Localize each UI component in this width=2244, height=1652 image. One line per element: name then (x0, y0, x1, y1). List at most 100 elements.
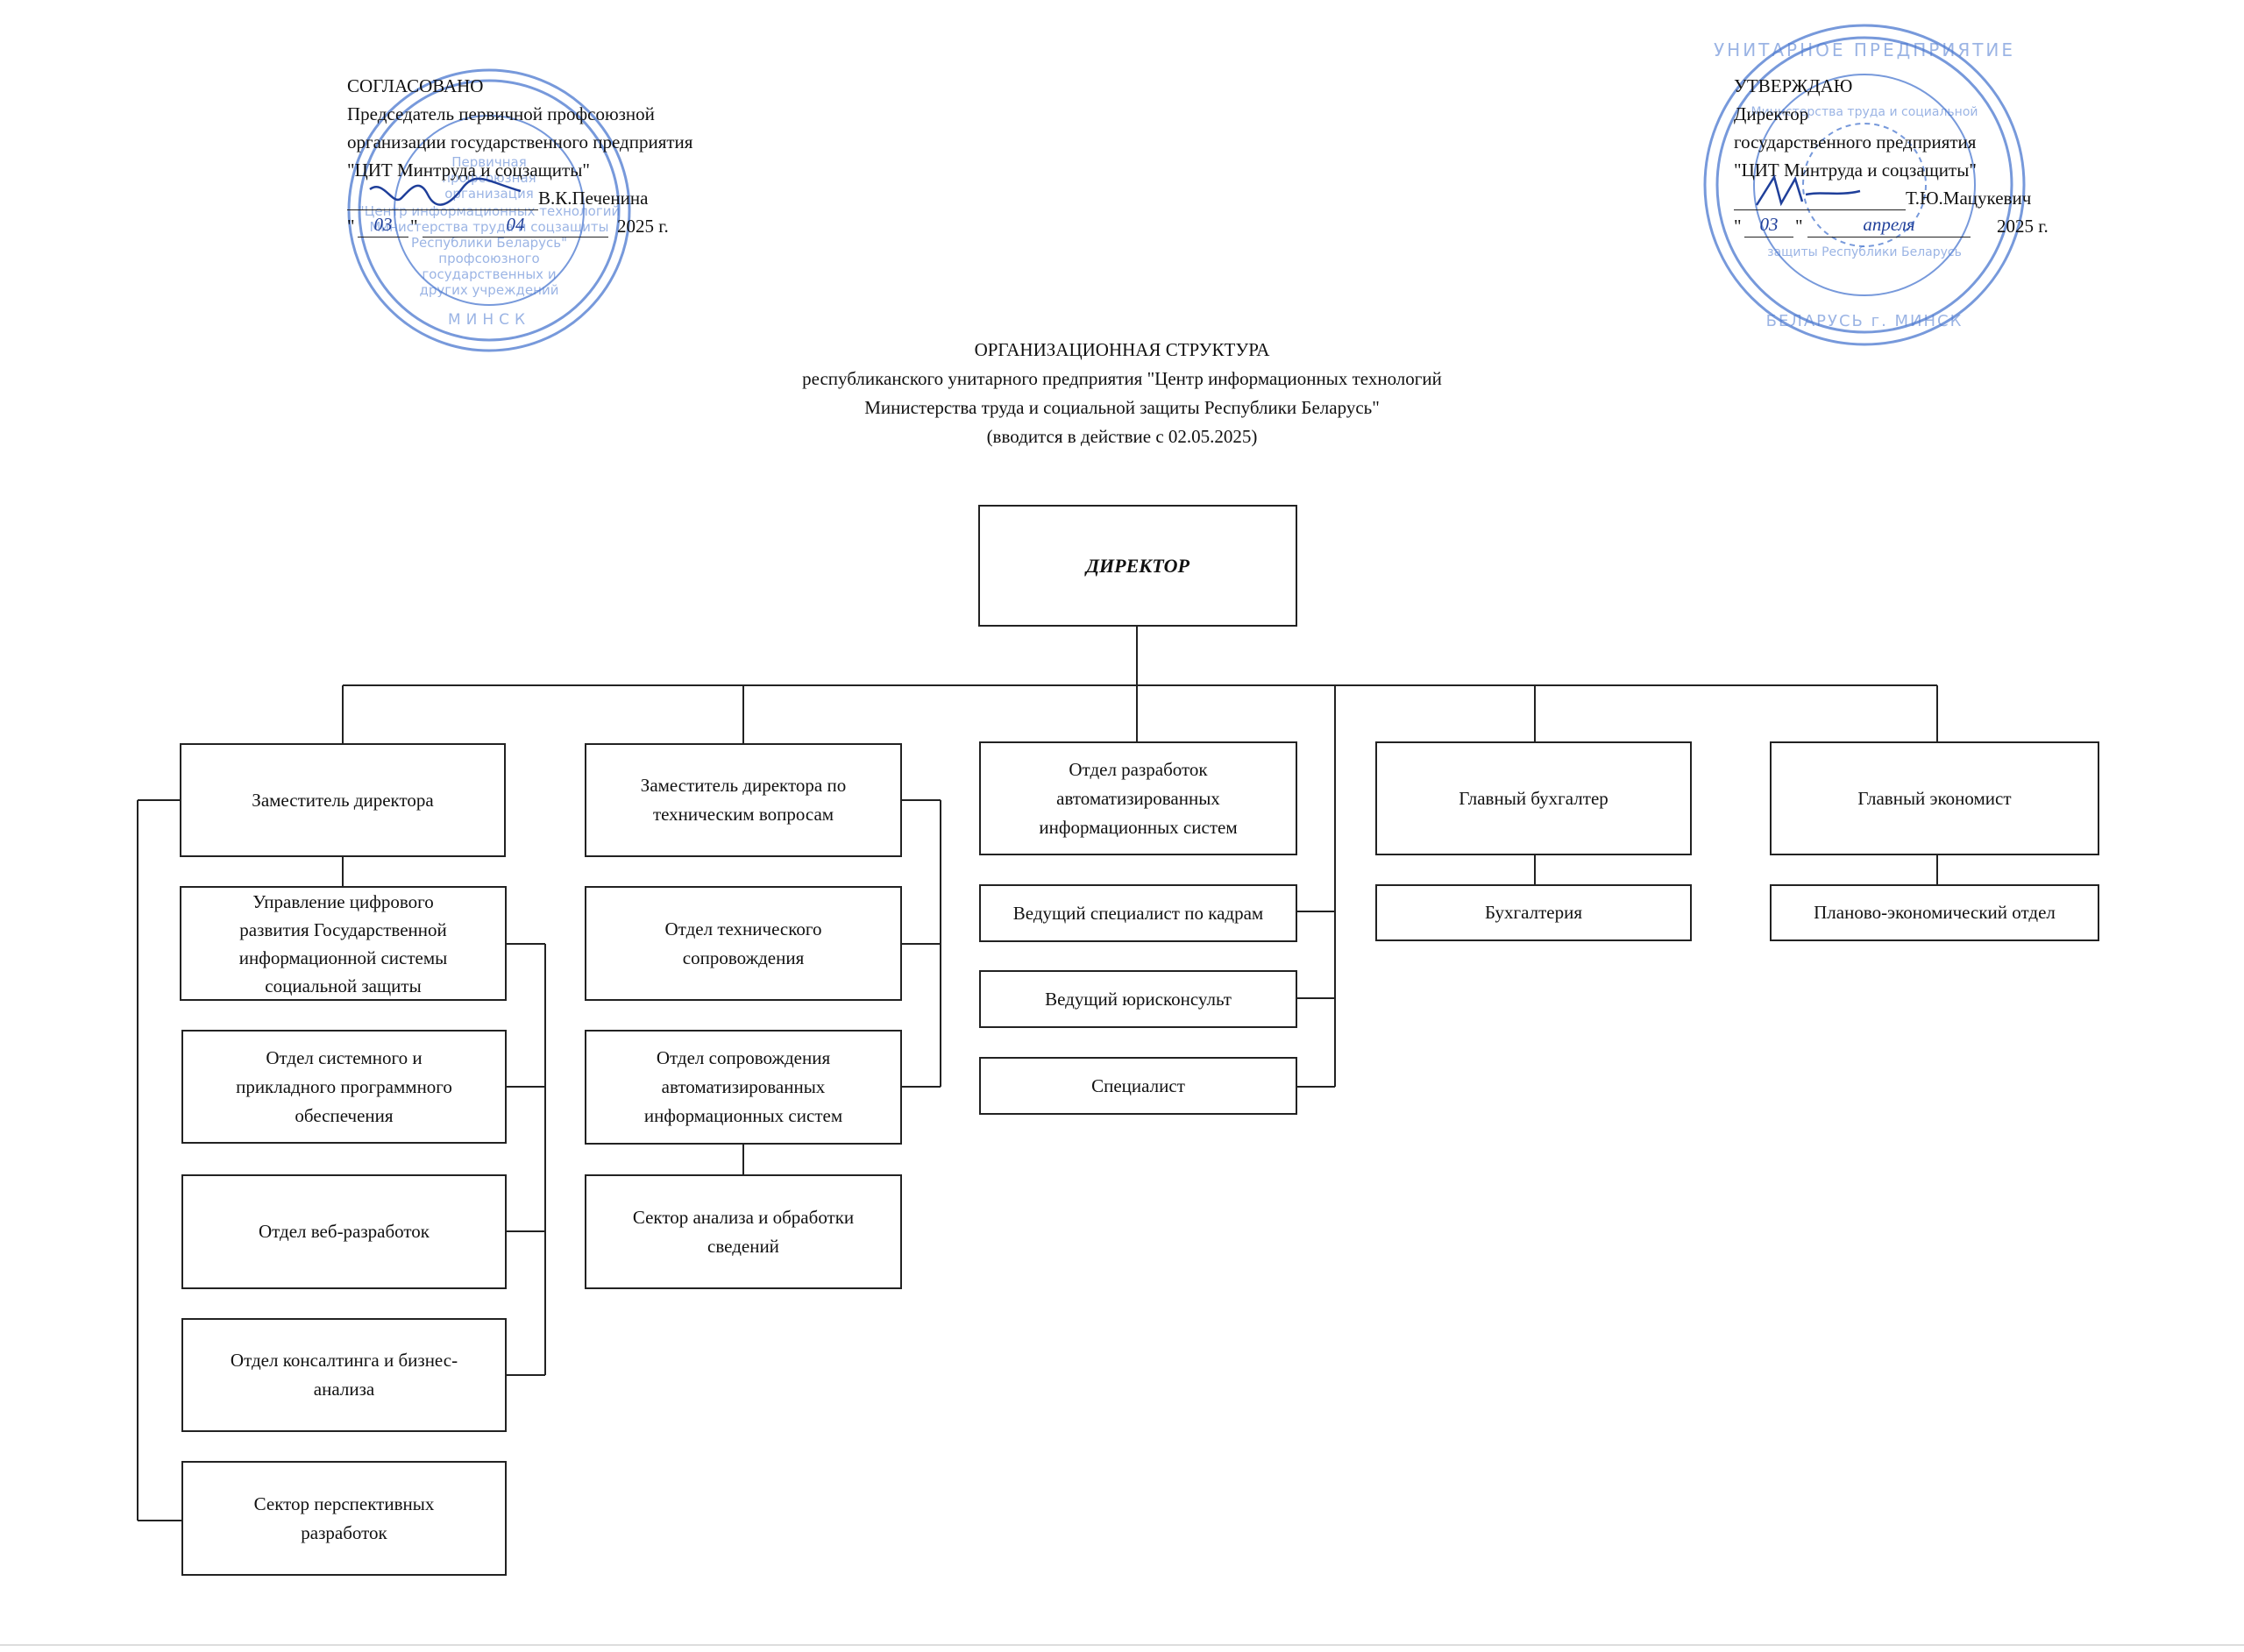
approval-block-approved: УТВЕРЖДАЮ Директор государственного пред… (1734, 72, 2049, 240)
agreed-title: СОГЛАСОВАНО (347, 75, 484, 96)
dev-dept-line: автоматизированных (1056, 787, 1220, 809)
web-dev-label: Отдел веб-разработок (258, 1221, 430, 1242)
svg-text:Республики Беларусь": Республики Беларусь" (411, 235, 567, 251)
consulting-line: Отдел консалтинга и бизнес- (230, 1350, 458, 1371)
ais-support-line: Отдел сопровождения (656, 1047, 831, 1068)
sys-soft-line: Отдел системного и (266, 1046, 423, 1068)
analysis-sector-line: Сектор анализа и обработки (632, 1206, 855, 1228)
box-accounting: Бухгалтерия (1375, 884, 1692, 941)
svg-text:организация: организация (444, 186, 533, 202)
box-consulting: Отдел консалтинга и бизнес- анализа (181, 1318, 507, 1432)
title-line2: республиканского унитарного предприятия … (802, 368, 1442, 389)
box-web-dev: Отдел веб-разработок (181, 1174, 507, 1289)
svg-text:других учреждений: других учреждений (420, 282, 559, 298)
approved-date-year: 2025 г. (1997, 216, 2049, 237)
approved-line1: Директор (1734, 103, 1809, 124)
box-tech-support: Отдел технического сопровождения (585, 886, 902, 1001)
agreed-date-month: 04 (423, 212, 608, 238)
svg-text:Министерства труда и соцзащиты: Министерства труда и соцзащиты (369, 219, 608, 235)
title-line1: ОРГАНИЗАЦИОННАЯ СТРУКТУРА (974, 339, 1270, 360)
box-planning: Планово-экономический отдел (1770, 884, 2099, 941)
title-line4: (вводится в действие с 02.05.2025) (986, 426, 1258, 447)
digital-mgmt-line: развития Государственной (239, 918, 447, 940)
approved-date-month: апреля (1807, 212, 1971, 238)
director-label: ДИРЕКТОР (1086, 555, 1189, 577)
stamp-left: Первичная профсоюзная организация "Центр… (347, 68, 631, 352)
box-chief-accountant: Главный бухгалтер (1375, 741, 1692, 855)
agreed-signer: В.К.Печенина (538, 188, 649, 209)
chief-economist-label: Главный экономист (1857, 787, 2012, 809)
sys-soft-line: обеспечения (295, 1104, 394, 1126)
box-deputy-technical: Заместитель директора по техническим воп… (585, 743, 902, 857)
approved-title: УТВЕРЖДАЮ (1734, 75, 1853, 96)
date-row: " 03 " апреля 2025 г. (1734, 212, 2049, 240)
svg-text:"Центр информационных технолог: "Центр информационных технологий (359, 203, 620, 219)
box-director: ДИРЕКТОР (978, 505, 1297, 627)
box-analysis-sector: Сектор анализа и обработки сведений (585, 1174, 902, 1289)
digital-mgmt-line: Управление цифрового (252, 890, 434, 912)
svg-text:профсоюзного: профсоюзного (438, 251, 539, 266)
digital-mgmt-line: социальной защиты (265, 975, 422, 996)
box-dev-dept: Отдел разработок автоматизированных инфо… (979, 741, 1297, 855)
title-line3: Министерства труда и социальной защиты Р… (864, 397, 1380, 418)
box-deputy-director: Заместитель директора (180, 743, 506, 857)
svg-text:Министерства труда и социально: Министерства труда и социальной (1751, 105, 1978, 119)
agreed-line2: организации государственного предприятия (347, 131, 693, 152)
digital-mgmt-line: информационной системы (238, 947, 448, 968)
approval-block-agreed: СОГЛАСОВАНО Председатель первичной профс… (347, 72, 692, 240)
signature-line (1734, 209, 1906, 210)
date-row: " 03 " 04 2025 г. (347, 212, 692, 240)
agreed-date-day: 03 (358, 212, 408, 238)
consulting-line: анализа (313, 1379, 375, 1400)
handwritten-signature-right (1755, 174, 1861, 207)
svg-text:МИНСК: МИНСК (448, 311, 530, 329)
box-sys-soft: Отдел системного и прикладного программн… (181, 1030, 507, 1144)
svg-text:УНИТАРНОЕ ПРЕДПРИЯТИЕ: УНИТАРНОЕ ПРЕДПРИЯТИЕ (1714, 39, 2015, 60)
svg-text:Первичная: Первичная (451, 154, 527, 170)
planning-label: Планово-экономический отдел (1814, 902, 2056, 923)
box-perspective: Сектор перспективных разработок (181, 1461, 507, 1576)
svg-text:БЕЛАРУСЬ г. МИНСК: БЕЛАРУСЬ г. МИНСК (1766, 312, 1964, 330)
box-ais-support: Отдел сопровождения автоматизированных и… (585, 1030, 902, 1145)
agreed-date-year: 2025 г. (617, 216, 669, 237)
svg-text:профсоюзная: профсоюзная (442, 170, 536, 186)
document-title: ОРГАНИЗАЦИОННАЯ СТРУКТУРА республиканско… (0, 336, 2244, 451)
deputy-tech-line: техническим вопросам (652, 804, 834, 825)
deputy-label: Заместитель директора (252, 789, 434, 811)
handwritten-signature-left (369, 177, 522, 206)
ais-support-line: информационных систем (643, 1105, 843, 1126)
analysis-sector-line: сведений (707, 1235, 779, 1257)
signature-row: Т.Ю.Мацукевич (1734, 174, 2031, 212)
signature-row: В.К.Печенина (347, 177, 692, 212)
chief-accountant-label: Главный бухгалтер (1459, 787, 1608, 809)
dev-dept-line: информационных систем (1039, 816, 1238, 838)
agreed-line1: Председатель первичной профсоюзной (347, 103, 655, 124)
stamp-right: УНИТАРНОЕ ПРЕДПРИЯТИЕ БЕЛАРУСЬ г. МИНСК … (1703, 24, 2026, 346)
box-hr-specialist: Ведущий специалист по кадрам (979, 884, 1297, 942)
box-chief-economist: Главный экономист (1770, 741, 2099, 855)
sys-soft-line: прикладного программного (236, 1075, 452, 1097)
legal-label: Ведущий юрисконсульт (1045, 988, 1232, 1010)
signature-line (347, 209, 538, 210)
approved-line2: государственного предприятия (1734, 131, 1977, 152)
dev-dept-line: Отдел разработок (1069, 758, 1208, 780)
hr-specialist-label: Ведущий специалист по кадрам (1012, 902, 1264, 924)
deputy-tech-line: Заместитель директора по (640, 775, 847, 796)
svg-text:защиты Республики Беларусь: защиты Республики Беларусь (1767, 245, 1962, 259)
tech-support-line: Отдел технического (664, 918, 822, 939)
accounting-label: Бухгалтерия (1484, 902, 1583, 923)
agreed-line3: "ЦИТ Минтруда и соцзащиты" (347, 160, 590, 181)
ais-support-line: автоматизированных (661, 1076, 826, 1097)
specialist-label: Специалист (1091, 1074, 1185, 1096)
approved-date-day: 03 (1744, 212, 1793, 238)
perspective-line: Сектор перспективных (253, 1492, 435, 1514)
box-legal: Ведущий юрисконсульт (979, 970, 1297, 1028)
perspective-line: разработок (301, 1521, 387, 1543)
approved-signer: Т.Ю.Мацукевич (1906, 188, 2032, 209)
box-specialist: Специалист (979, 1057, 1297, 1115)
svg-text:государственных и: государственных и (422, 266, 556, 282)
box-digital-mgmt: Управление цифрового развития Государств… (180, 886, 507, 1001)
tech-support-line: сопровождения (682, 947, 805, 968)
